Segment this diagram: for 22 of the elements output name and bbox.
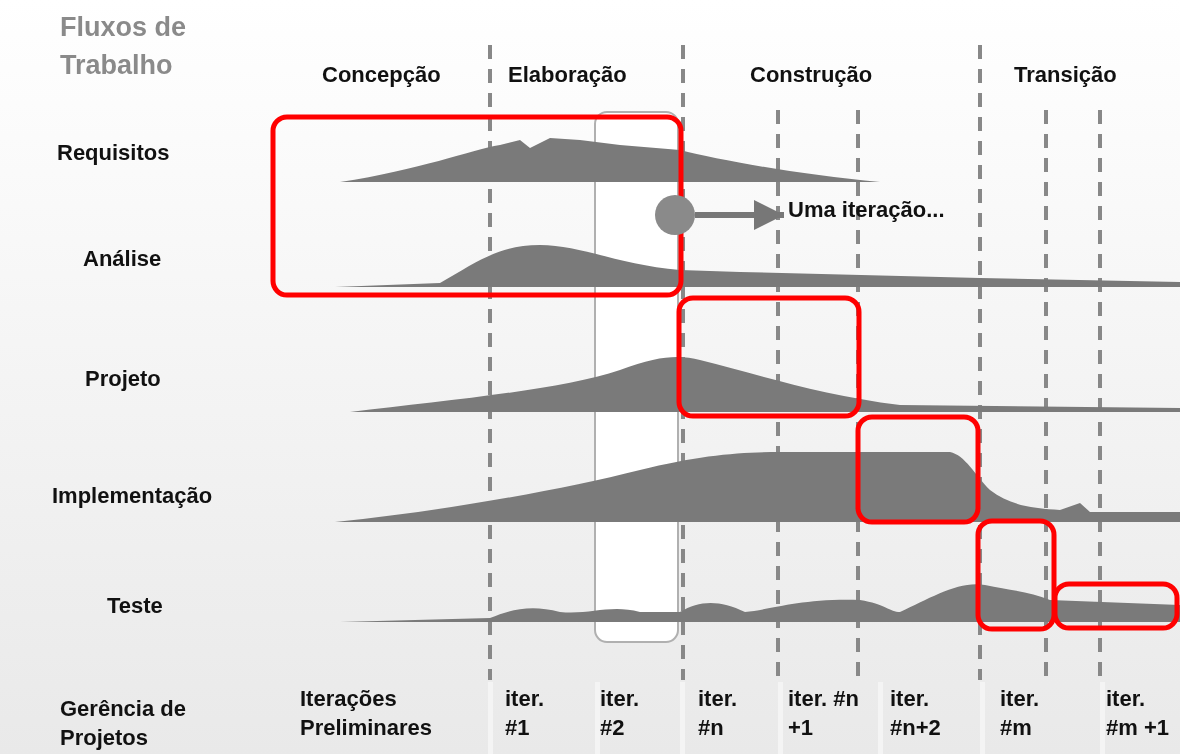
workflow-label: Requisitos bbox=[57, 139, 170, 167]
iteration-label: iter. #m bbox=[1000, 685, 1041, 742]
title: Fluxos de Trabalho bbox=[60, 11, 188, 82]
iteration-label: iter. #n+2 bbox=[890, 685, 942, 742]
iteration-label: iter. #1 bbox=[505, 685, 546, 742]
iteration-label: iter. #n +1 bbox=[788, 685, 860, 742]
iteration-label: iter. #2 bbox=[600, 685, 641, 742]
circle-marker bbox=[655, 195, 695, 235]
workflow-label: Implementação bbox=[52, 482, 213, 510]
phase-label: Construção bbox=[750, 61, 873, 89]
workflow-label: Teste bbox=[107, 592, 163, 620]
iteration-label: Iterações Preliminares bbox=[300, 685, 434, 742]
annotation-text: Uma iteração... bbox=[788, 195, 945, 224]
phase-label: Transição bbox=[1014, 61, 1117, 89]
workflow-label: Projeto bbox=[85, 365, 161, 393]
phase-label: Concepção bbox=[322, 61, 441, 89]
iteration-label: iter. #n bbox=[698, 685, 739, 742]
workflow-label: Análise bbox=[83, 245, 162, 273]
arrow bbox=[695, 200, 784, 230]
workflow-label: Gerência de Projetos bbox=[60, 695, 187, 752]
phase-label: Elaboração bbox=[508, 61, 627, 89]
iteration-label: iter. #m +1 bbox=[1106, 685, 1170, 742]
